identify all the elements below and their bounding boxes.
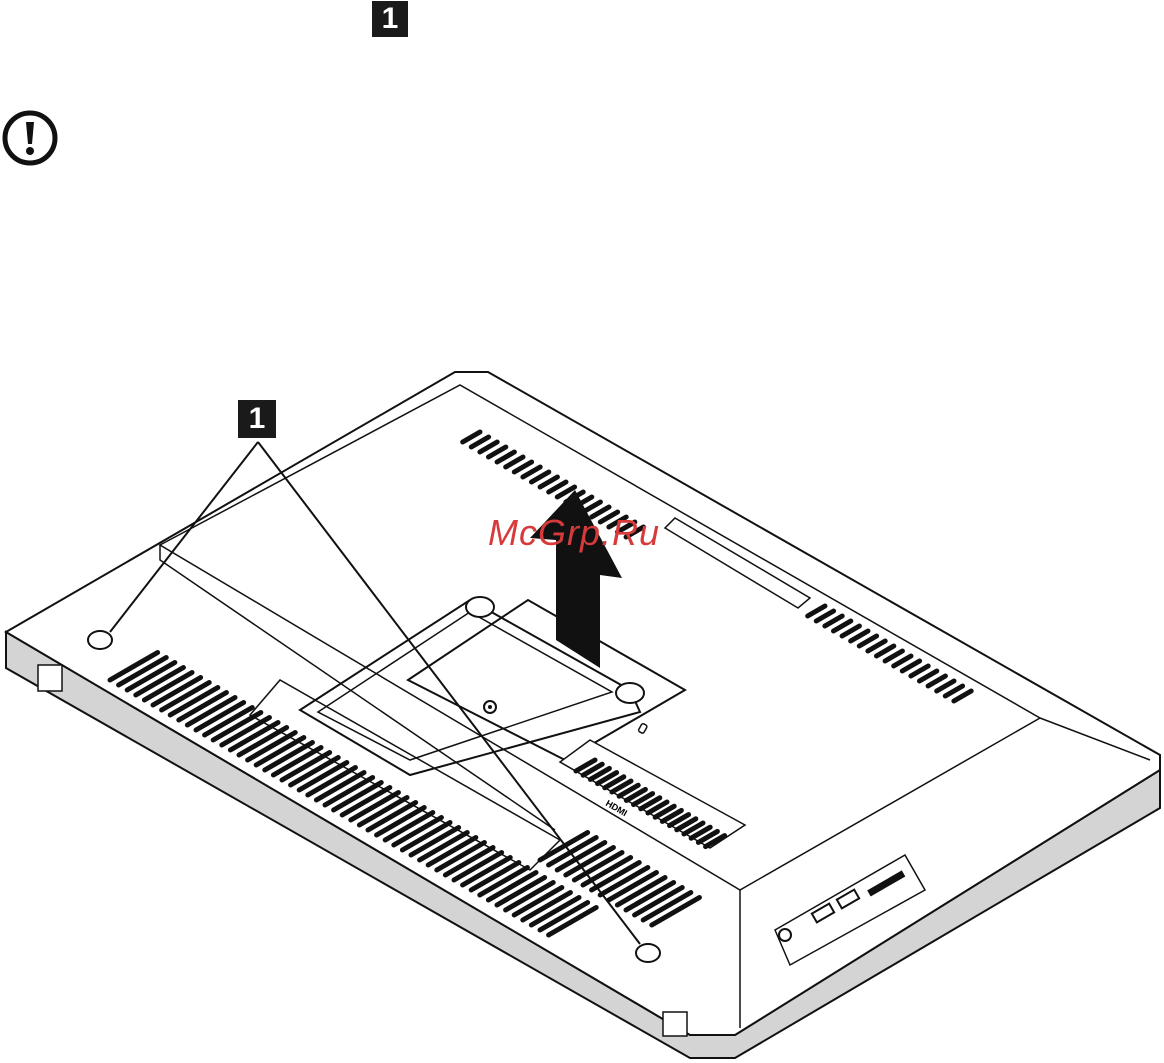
foot-left <box>38 665 62 691</box>
watermark-text: McGrp.Ru <box>488 512 660 554</box>
audio-jack <box>779 929 791 941</box>
screw-hole-left <box>88 631 112 649</box>
callout-marker-figure: 1 <box>238 400 276 438</box>
screw-hole-right <box>636 944 660 962</box>
foot-right <box>663 1012 687 1036</box>
